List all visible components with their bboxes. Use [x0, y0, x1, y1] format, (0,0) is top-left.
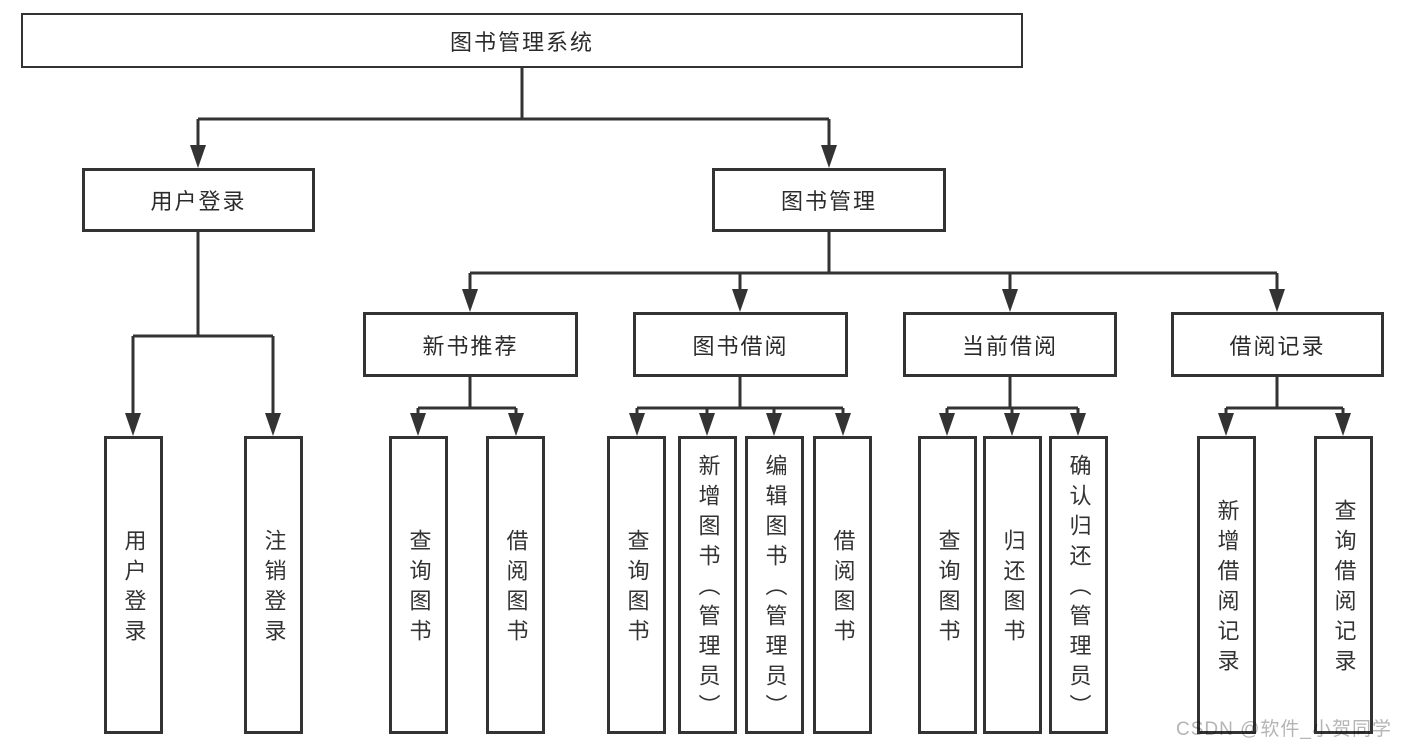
leaf-add-borrow-record-label: 新增借阅记录 — [1214, 499, 1240, 679]
leaf-edit-books-admin-label: 编辑图书（管理员） — [762, 454, 788, 724]
csdn-watermark: CSDN @软件_小贺同学 — [1176, 719, 1392, 740]
arrow-to-borrow-records — [1269, 289, 1285, 312]
leaf-return-books-label: 归还图书 — [1000, 529, 1026, 649]
arrow-current-leaf-3 — [1070, 413, 1086, 436]
leaf-query-books-recommend: 查询图书 — [389, 436, 448, 734]
arrow-records-leaf-2 — [1335, 413, 1351, 436]
connector-borrow-branch — [635, 377, 845, 415]
node-book-borrow: 图书借阅 — [633, 312, 848, 377]
node-user-login: 用户登录 — [82, 168, 315, 232]
node-new-book-recommend-label: 新书推荐 — [422, 333, 519, 359]
leaf-borrow-books: 借阅图书 — [813, 436, 872, 734]
arrow-current-leaf-2 — [1004, 413, 1020, 436]
leaf-confirm-return-admin-label: 确认归还（管理员） — [1066, 454, 1092, 724]
arrow-to-user-login — [190, 145, 206, 168]
leaf-query-books-borrow-label: 查询图书 — [624, 529, 650, 649]
node-root: 图书管理系统 — [21, 13, 1023, 68]
arrow-borrow-leaf-2 — [699, 413, 715, 436]
arrow-borrow-leaf-4 — [835, 413, 851, 436]
node-borrow-records-label: 借阅记录 — [1229, 333, 1326, 359]
leaf-user-login-label: 用户登录 — [121, 529, 147, 649]
arrow-to-leaf-user-login — [125, 413, 141, 436]
arrow-to-book-management — [821, 145, 837, 168]
arrow-recommend-leaf-2 — [508, 413, 524, 436]
arrow-to-new-book-recommend — [462, 289, 478, 312]
node-book-borrow-label: 图书借阅 — [692, 333, 789, 359]
leaf-confirm-return-admin: 确认归还（管理员） — [1049, 436, 1108, 734]
leaf-borrow-books-recommend-label: 借阅图书 — [503, 529, 529, 649]
node-book-management: 图书管理 — [712, 168, 946, 232]
leaf-query-books-current-label: 查询图书 — [935, 529, 961, 649]
leaf-query-books-borrow: 查询图书 — [607, 436, 666, 734]
node-root-label: 图书管理系统 — [449, 29, 594, 55]
arrow-current-leaf-1 — [939, 413, 955, 436]
leaf-return-books: 归还图书 — [983, 436, 1042, 734]
connector-recommend-branch — [416, 377, 518, 415]
arrow-borrow-leaf-1 — [629, 413, 645, 436]
connector-root-to-level2 — [196, 68, 831, 147]
node-current-borrow-label: 当前借阅 — [961, 333, 1058, 359]
node-book-management-label: 图书管理 — [780, 189, 877, 214]
leaf-logout: 注销登录 — [244, 436, 303, 734]
arrow-to-leaf-logout — [265, 413, 281, 436]
arrow-borrow-leaf-3 — [766, 413, 782, 436]
leaf-add-borrow-record: 新增借阅记录 — [1197, 436, 1256, 734]
leaf-add-books-admin-label: 新增图书（管理员） — [695, 454, 721, 724]
leaf-query-books-recommend-label: 查询图书 — [406, 529, 432, 649]
connector-mgmt-to-level3 — [468, 232, 1279, 291]
connector-login-branch — [131, 232, 275, 415]
arrow-to-book-borrow — [732, 289, 748, 312]
node-new-book-recommend: 新书推荐 — [363, 312, 578, 377]
leaf-borrow-books-recommend: 借阅图书 — [486, 436, 545, 734]
arrow-recommend-leaf-1 — [410, 413, 426, 436]
leaf-query-borrow-record-label: 查询借阅记录 — [1331, 499, 1357, 679]
connector-current-branch — [945, 377, 1080, 415]
leaf-borrow-books-label: 借阅图书 — [830, 529, 856, 649]
arrow-to-current-borrow — [1002, 289, 1018, 312]
leaf-edit-books-admin: 编辑图书（管理员） — [745, 436, 804, 734]
leaf-user-login: 用户登录 — [104, 436, 163, 734]
leaf-add-books-admin: 新增图书（管理员） — [678, 436, 737, 734]
leaf-logout-label: 注销登录 — [261, 529, 287, 649]
node-borrow-records: 借阅记录 — [1171, 312, 1384, 377]
arrow-records-leaf-1 — [1218, 413, 1234, 436]
leaf-query-books-current: 查询图书 — [918, 436, 977, 734]
connector-records-branch — [1224, 377, 1345, 415]
node-user-login-label: 用户登录 — [150, 189, 247, 214]
node-current-borrow: 当前借阅 — [903, 312, 1117, 377]
leaf-query-borrow-record: 查询借阅记录 — [1314, 436, 1373, 734]
